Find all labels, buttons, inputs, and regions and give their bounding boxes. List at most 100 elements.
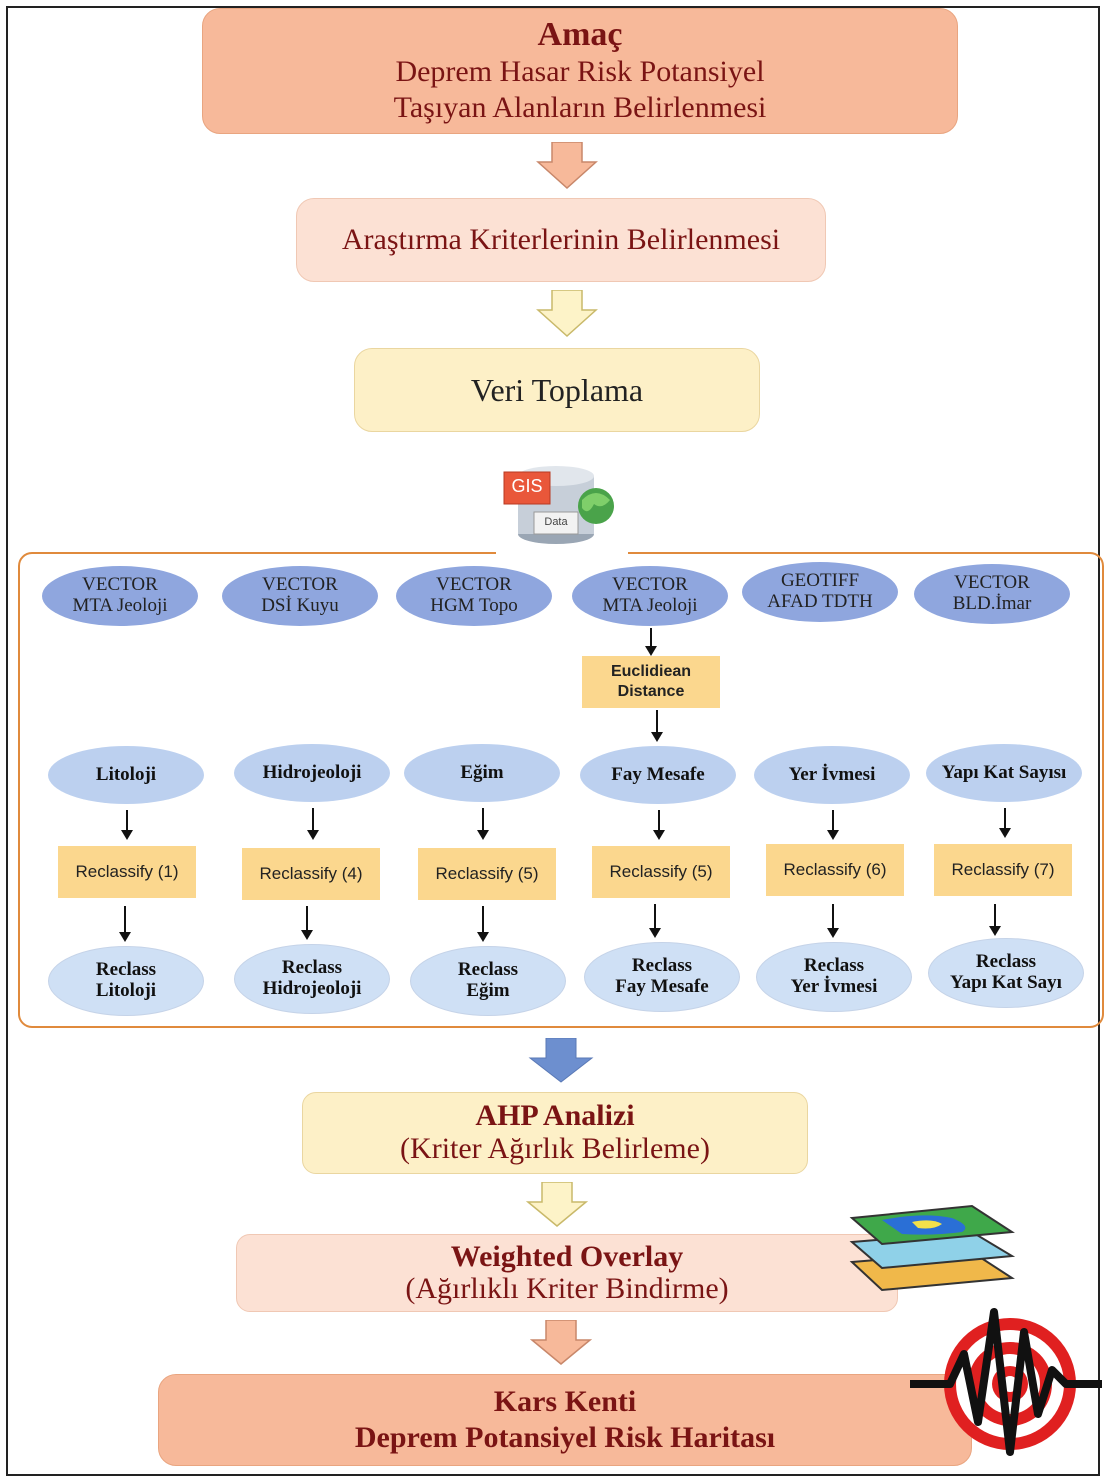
overlay-title: Weighted Overlay — [450, 1239, 684, 1273]
ahp-analysis-box: AHP Analizi (Kriter Ağırlık Belirleme) — [302, 1092, 808, 1174]
source-name: MTA Jeoloji — [72, 595, 168, 616]
source-oval-6: VECTOR BLD.İmar — [914, 564, 1070, 624]
reclassify-label: Reclassify (5) — [609, 862, 713, 881]
reclassify-box-2: Reclassify (4) — [242, 848, 380, 900]
reclassify-box-6: Reclassify (7) — [934, 844, 1072, 896]
gis-icon-label: GIS — [511, 476, 543, 496]
diagram-frame — [6, 6, 1100, 1476]
arrow-recl-6 — [989, 904, 1001, 936]
criteria-definition-label: Araştırma Kriterlerinin Belirlenmesi — [341, 223, 781, 256]
source-name: BLD.İmar — [952, 593, 1032, 614]
criterion-oval-3: Eğim — [404, 744, 560, 802]
source-oval-3: VECTOR HGM Topo — [396, 566, 552, 626]
reclassify-box-1: Reclassify (1) — [58, 846, 196, 898]
arrow-down-blue — [528, 1038, 594, 1083]
reclass-bottom: Yer İvmesi — [790, 976, 878, 997]
reclass-oval-3: Reclass Eğim — [410, 946, 566, 1016]
risk-map-result-box: Kars Kenti Deprem Potansiyel Risk Harita… — [158, 1374, 972, 1466]
arrow-crit-3 — [477, 808, 489, 840]
arrow-recl-1 — [119, 906, 131, 942]
reclass-top: Reclass — [803, 955, 865, 977]
euclidean-distance-box: Euclidiean Distance — [582, 656, 720, 708]
arrow-recl-3 — [477, 906, 489, 942]
criterion-label: Fay Mesafe — [611, 763, 705, 785]
reclassify-box-5: Reclassify (6) — [766, 844, 904, 896]
source-oval-4: VECTOR MTA Jeoloji — [572, 566, 728, 626]
reclass-top: Reclass — [631, 955, 693, 977]
goal-line2: Taşıyan Alanların Belirlenmesi — [393, 90, 767, 124]
source-type: VECTOR — [954, 572, 1030, 594]
criterion-label: Yapı Kat Sayısı — [941, 761, 1067, 783]
data-collection-label: Veri Toplama — [470, 371, 644, 408]
source-type: VECTOR — [436, 574, 512, 596]
reclass-bottom: Yapı Kat Sayı — [950, 972, 1062, 993]
ahp-subtitle: (Kriter Ağırlık Belirleme) — [400, 1132, 710, 1166]
reclass-top: Reclass — [975, 951, 1037, 973]
arrow-recl-2 — [301, 906, 313, 940]
euclidean-line2: Distance — [617, 683, 685, 700]
source-name: AFAD TDTH — [767, 591, 873, 612]
arrow-crit-1 — [121, 810, 133, 840]
goal-line1: Deprem Hasar Risk Potansiyel — [395, 54, 765, 88]
arrow-down-1 — [536, 142, 598, 190]
reclassify-label: Reclassify (5) — [435, 864, 539, 883]
reclassify-label: Reclassify (7) — [951, 860, 1055, 879]
source-name: DSİ Kuyu — [261, 595, 339, 616]
seismic-target-icon — [906, 1302, 1106, 1472]
map-layers-icon — [842, 1192, 1018, 1296]
container-gap — [496, 548, 628, 558]
ahp-title: AHP Analizi — [475, 1099, 635, 1133]
criterion-oval-4: Fay Mesafe — [580, 746, 736, 804]
arrow-recl-5 — [827, 904, 839, 938]
criteria-definition-box: Araştırma Kriterlerinin Belirlenmesi — [296, 198, 826, 282]
source-type: GEOTIFF — [780, 570, 860, 592]
overlay-subtitle: (Ağırlıklı Kriter Bindirme) — [405, 1272, 729, 1306]
criterion-label: Yer İvmesi — [788, 763, 876, 785]
arrow-crit-2 — [307, 808, 319, 840]
reclassify-box-3: Reclassify (5) — [418, 848, 556, 900]
arrow-from-euclidean — [651, 710, 663, 742]
arrow-down-2 — [536, 290, 598, 338]
gis-icon-sublabel: Data — [544, 516, 568, 528]
reclass-oval-1: Reclass Litoloji — [48, 946, 204, 1016]
reclassify-label: Reclassify (6) — [783, 860, 887, 879]
reclassify-box-4: Reclassify (5) — [592, 846, 730, 898]
reclass-bottom: Litoloji — [95, 980, 157, 1001]
criterion-label: Litoloji — [95, 763, 157, 785]
source-name: MTA Jeoloji — [602, 595, 698, 616]
criterion-oval-5: Yer İvmesi — [754, 746, 910, 804]
source-oval-1: VECTOR MTA Jeoloji — [42, 566, 198, 626]
reclass-top: Reclass — [95, 959, 157, 981]
reclass-bottom: Fay Mesafe — [615, 976, 709, 997]
reclass-bottom: Eğim — [466, 980, 510, 1001]
criterion-label: Hidrojeoloji — [262, 761, 362, 783]
arrow-to-euclidean — [645, 628, 657, 656]
criterion-label: Eğim — [460, 761, 504, 783]
arrow-crit-6 — [999, 808, 1011, 838]
result-line1: Kars Kenti — [493, 1385, 637, 1418]
reclass-bottom: Hidrojeoloji — [262, 978, 362, 999]
criterion-oval-1: Litoloji — [48, 746, 204, 804]
source-type: VECTOR — [262, 574, 338, 596]
reclass-top: Reclass — [457, 959, 519, 981]
source-oval-5: GEOTIFF AFAD TDTH — [742, 562, 898, 622]
reclass-oval-5: Reclass Yer İvmesi — [756, 942, 912, 1012]
gis-data-icon: GIS Data — [498, 456, 622, 552]
reclass-oval-2: Reclass Hidrojeoloji — [234, 944, 390, 1014]
reclassify-label: Reclassify (4) — [259, 864, 363, 883]
reclass-oval-6: Reclass Yapı Kat Sayı — [928, 938, 1084, 1008]
reclass-oval-4: Reclass Fay Mesafe — [584, 942, 740, 1012]
criterion-oval-6: Yapı Kat Sayısı — [926, 744, 1082, 802]
source-name: HGM Topo — [430, 595, 518, 616]
goal-box: Amaç Deprem Hasar Risk Potansiyel Taşıya… — [202, 8, 958, 134]
arrow-down-3 — [526, 1182, 588, 1227]
source-type: VECTOR — [612, 574, 688, 596]
source-oval-2: VECTOR DSİ Kuyu — [222, 566, 378, 626]
euclidean-line1: Euclidiean — [610, 663, 692, 680]
weighted-overlay-box: Weighted Overlay (Ağırlıklı Kriter Bindi… — [236, 1234, 898, 1312]
source-type: VECTOR — [82, 574, 158, 596]
data-collection-box: Veri Toplama — [354, 348, 760, 432]
reclassify-label: Reclassify (1) — [75, 862, 179, 881]
arrow-crit-4 — [653, 810, 665, 840]
arrow-recl-4 — [649, 904, 661, 938]
